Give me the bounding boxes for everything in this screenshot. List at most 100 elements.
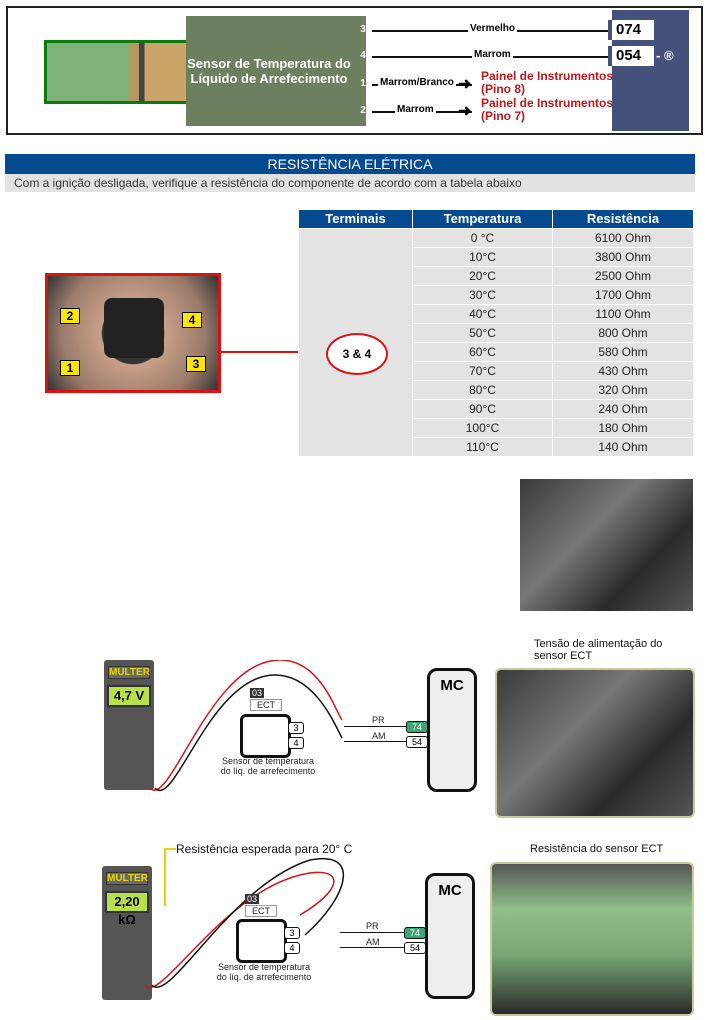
wire-label: Marrom	[472, 49, 513, 60]
destination: Painel de Instrumentos(Pino 8)	[481, 70, 613, 96]
temperature-cell: 70°C	[412, 361, 553, 381]
ect-number: 03	[250, 688, 264, 698]
terminal-3: 3	[284, 927, 300, 939]
thermistor-icon	[236, 919, 287, 963]
destination-pin: (Pino 8)	[481, 82, 525, 96]
destination-label: Painel de Instrumentos	[481, 69, 614, 83]
pin-label: 1	[60, 360, 80, 376]
multimeter: MULTER 2,20 kΩ	[102, 866, 152, 1000]
probe-wires	[149, 660, 343, 792]
pin-3: 3	[360, 24, 366, 35]
pin-label: 2	[60, 308, 80, 324]
resistance-cell: 180 Ohm	[552, 418, 694, 438]
resistance-cell: 430 Ohm	[552, 361, 694, 381]
pin-4: 4	[360, 50, 366, 61]
resistance-cell: 1100 Ohm	[552, 304, 694, 324]
terminals-oval: 3 & 4	[326, 333, 388, 375]
resistance-cell: 240 Ohm	[552, 399, 694, 419]
resistance-cell: 580 Ohm	[552, 342, 694, 362]
multimeter-display: 2,20 kΩ	[105, 891, 149, 927]
test-photo	[490, 862, 694, 1016]
wire-label: Marrom	[395, 104, 436, 115]
ground-symbol: - ®	[656, 48, 674, 63]
temperature-cell: 40°C	[412, 304, 553, 324]
terminal-3: 3	[288, 722, 304, 734]
resistance-cell: 1700 Ohm	[552, 285, 694, 305]
terminal-74: 74	[406, 721, 428, 733]
temperature-cell: 80°C	[412, 380, 553, 400]
section-note: Com a ignição desligada, verifique a res…	[5, 174, 695, 192]
test-photo	[495, 668, 695, 818]
pin-2: 2	[360, 105, 366, 116]
terminal-4: 4	[288, 737, 304, 749]
thermistor-icon	[240, 714, 291, 758]
temperature-cell: 20°C	[412, 266, 553, 286]
ecu-pin-code: 054	[608, 46, 654, 66]
mc-module: MC	[427, 668, 477, 792]
multimeter-brand: MULTER	[108, 666, 150, 679]
temperature-cell: 90°C	[412, 399, 553, 419]
temperature-cell: 30°C	[412, 285, 553, 305]
sensor-label: Sensor de temperatura do líq. de arrefec…	[216, 962, 312, 982]
sensor-connector-photo	[520, 479, 693, 611]
terminal-54: 54	[404, 942, 426, 954]
wire-pr: PR	[372, 715, 385, 725]
temperature-cell: 100°C	[412, 418, 553, 438]
header-terminals: Terminais	[298, 209, 413, 229]
section-title: RESISTÊNCIA ELÉTRICA	[5, 154, 695, 174]
wire-label: Marrom/Branco	[378, 77, 456, 88]
ect-label: ECT	[245, 905, 277, 917]
resistance-cell: 320 Ohm	[552, 380, 694, 400]
terminal-4: 4	[284, 942, 300, 954]
terminals-cell	[298, 228, 413, 457]
temperature-cell: 0 °C	[412, 228, 553, 248]
connector-photo: 2 4 1 3	[45, 273, 221, 393]
sensor-photo	[44, 40, 198, 104]
temperature-cell: 10°C	[412, 247, 553, 267]
wire-am: AM	[372, 731, 386, 741]
connector-line	[221, 351, 327, 353]
multimeter: MULTER 4,7 V	[104, 660, 154, 790]
temperature-cell: 50°C	[412, 323, 553, 343]
wire	[340, 947, 410, 948]
sensor-label: Sensor de temperatura do líq. de arrefec…	[220, 756, 316, 776]
wire	[344, 741, 414, 742]
sensor-title: Sensor de Temperatura do Líquido de Arre…	[187, 56, 351, 86]
temperature-cell: 110°C	[412, 437, 553, 457]
arrow-icon: ➜	[458, 103, 472, 120]
ect-number: 03	[245, 894, 259, 904]
resistance-cell: 2500 Ohm	[552, 266, 694, 286]
pin-label: 4	[182, 312, 202, 328]
pin-label: 3	[186, 356, 206, 372]
callout-line	[164, 848, 176, 906]
wire-label: Vermelho	[468, 23, 518, 34]
resistance-cell: 800 Ohm	[552, 323, 694, 343]
terminal-74: 74	[404, 927, 426, 939]
destination: Painel de Instrumentos(Pino 7)	[481, 97, 613, 123]
destination-label: Painel de Instrumentos	[481, 96, 614, 110]
callout: Resistência esperada para 20° C	[176, 842, 353, 856]
temperature-cell: 60°C	[412, 342, 553, 362]
resistance-cell: 6100 Ohm	[552, 228, 694, 248]
destination-pin: (Pino 7)	[481, 109, 525, 123]
wire-pr: PR	[366, 921, 379, 931]
ect-label: ECT	[250, 699, 282, 711]
pin-1: 1	[360, 78, 366, 89]
terminal-54: 54	[406, 736, 428, 748]
ecu-pin-code: 074	[608, 20, 654, 40]
resistance-cell: 140 Ohm	[552, 437, 694, 457]
photo-caption: Tensão de alimentação do sensor ECT	[534, 638, 663, 662]
wire-am: AM	[366, 937, 380, 947]
